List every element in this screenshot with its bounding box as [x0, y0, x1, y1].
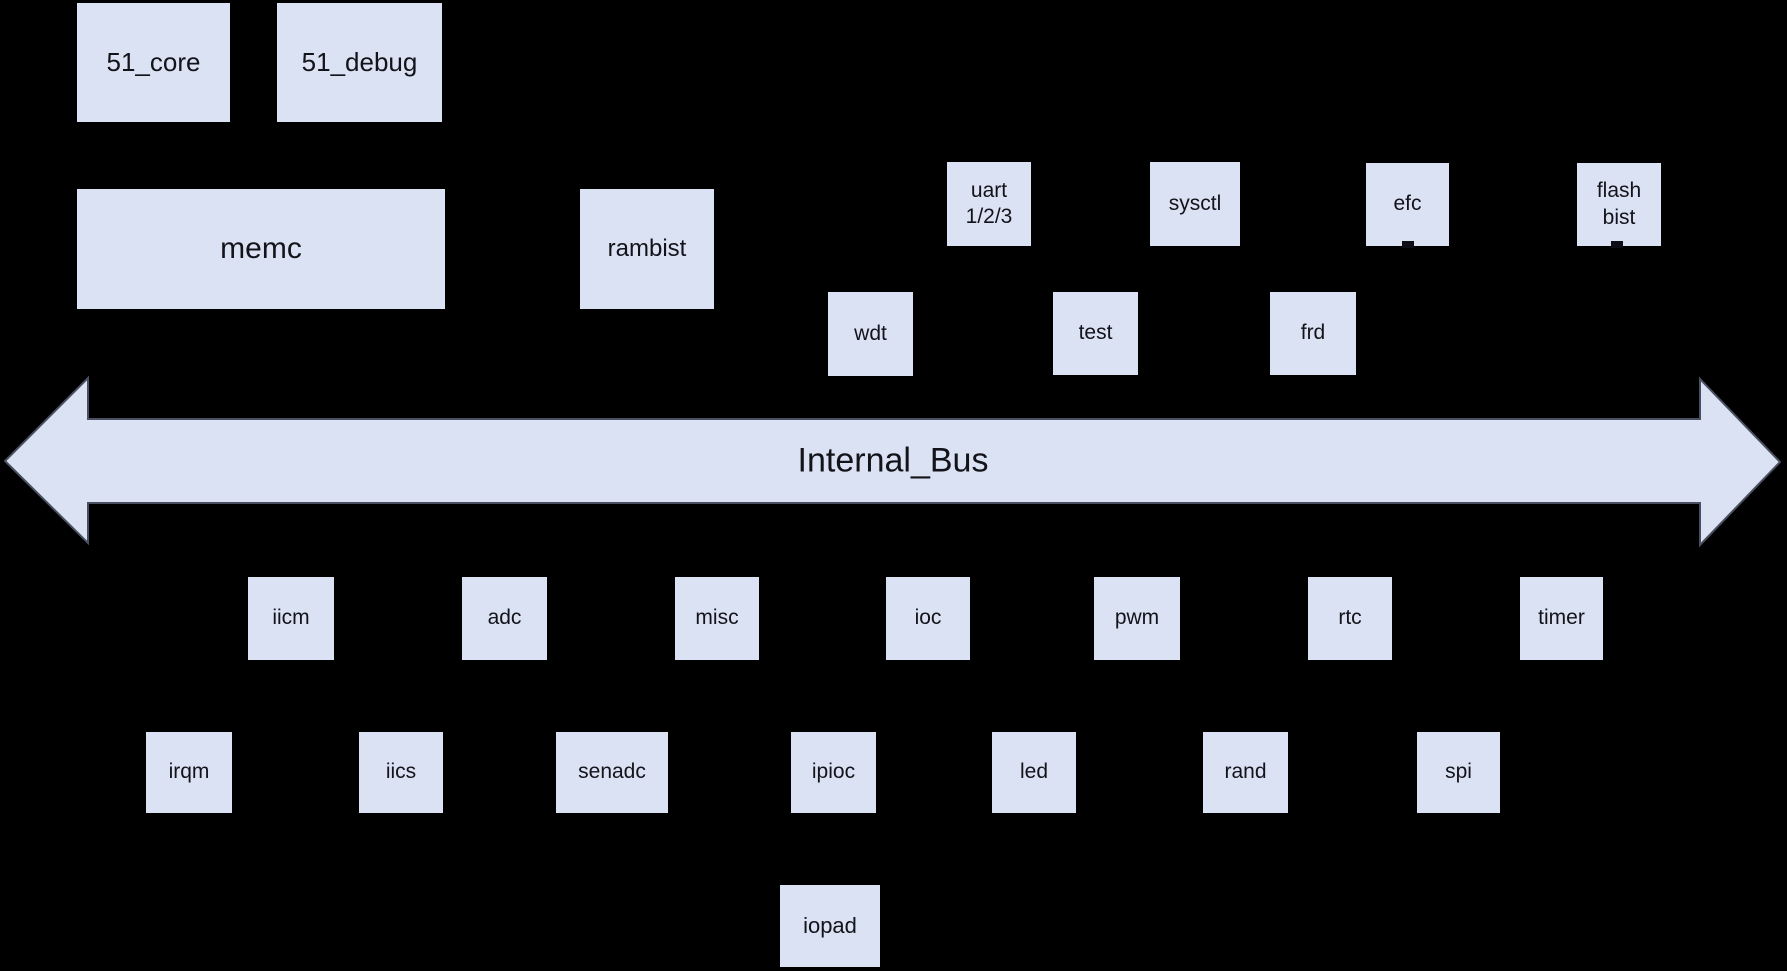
node-rambist: rambist: [580, 189, 714, 309]
node-efc: efc: [1366, 163, 1449, 246]
node-wdt: wdt: [828, 292, 913, 376]
node-adc: adc: [462, 577, 547, 660]
node-51_core: 51_core: [77, 3, 230, 122]
node-flash_bist: flash bist: [1577, 163, 1661, 246]
node-frd: frd: [1270, 292, 1356, 375]
node-iics: iics: [359, 732, 443, 813]
node-irqm: irqm: [146, 732, 232, 813]
node-51_debug: 51_debug: [277, 3, 442, 122]
node-pwm: pwm: [1094, 577, 1180, 660]
node-senadc: senadc: [556, 732, 668, 813]
node-misc: misc: [675, 577, 759, 660]
node-led: led: [992, 732, 1076, 813]
node-ipioc: ipioc: [791, 732, 876, 813]
node-uart123: uart 1/2/3: [947, 162, 1031, 246]
internal-bus-label: Internal_Bus: [797, 441, 989, 480]
node-rand: rand: [1203, 732, 1288, 813]
flash-bist-connector-stub: [1611, 241, 1623, 248]
node-rtc: rtc: [1308, 577, 1392, 660]
node-spi: spi: [1417, 732, 1500, 813]
node-timer: timer: [1520, 577, 1603, 660]
node-memc: memc: [77, 189, 445, 309]
node-ioc: ioc: [886, 577, 970, 660]
node-sysctl: sysctl: [1150, 162, 1240, 246]
node-iopad: iopad: [780, 885, 880, 967]
node-test: test: [1053, 292, 1138, 375]
internal-bus-arrow-shape: [3, 375, 1782, 548]
node-iicm: iicm: [248, 577, 334, 660]
efc-connector-stub: [1402, 241, 1414, 248]
